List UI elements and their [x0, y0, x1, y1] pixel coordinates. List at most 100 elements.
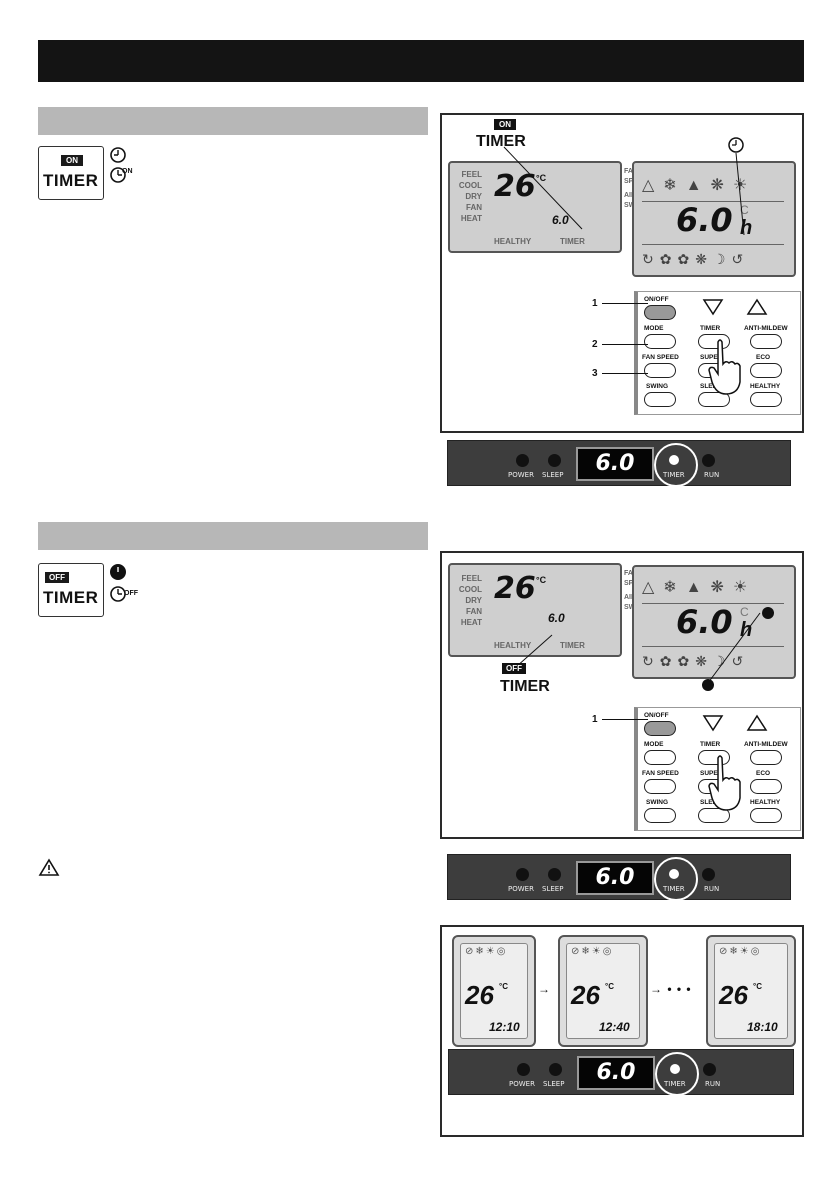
label-swing: SWING — [646, 383, 669, 390]
up-arrow-icon[interactable] — [746, 714, 768, 732]
callout-line-on — [503, 146, 583, 230]
warning-triangle-icon — [38, 858, 60, 876]
off-timer-badge: OFF TIMER — [38, 563, 104, 617]
healthy-button[interactable] — [750, 808, 782, 823]
clock-icons-off — [110, 564, 126, 602]
step-number-1: 1 — [592, 298, 598, 309]
mini-unit: °C — [605, 982, 614, 991]
mini-temp: 26 — [465, 980, 494, 1010]
sequence-arrow-icon: → — [538, 982, 550, 996]
eco-button[interactable] — [750, 363, 782, 378]
anti-mildew-button[interactable] — [750, 750, 782, 765]
mini-mode-icons: ⊘❄☀◎ — [571, 946, 614, 957]
lcd-unit-off: °C — [536, 575, 547, 585]
off-clock-icon — [762, 607, 774, 619]
mini-temp: 26 — [719, 980, 748, 1010]
big-lcd-screen — [642, 201, 784, 245]
callout-word-on: TIMER — [476, 133, 526, 150]
label-timer: TIMER — [700, 325, 721, 332]
power-label: POWER — [508, 885, 534, 893]
timer-led-label: TIMER — [664, 1080, 686, 1088]
sleep-label: SLEEP — [542, 471, 564, 479]
label-swing: SWING — [646, 799, 669, 806]
clock-label-on: ON — [122, 168, 133, 175]
mini-mode-icons: ⊘❄☀◎ — [719, 946, 762, 957]
fan-speed-button[interactable] — [644, 363, 676, 378]
timer-led-label: TIMER — [663, 471, 685, 479]
eco-button[interactable] — [750, 779, 782, 794]
on-off-button[interactable] — [644, 305, 676, 320]
timer-highlight-circle — [655, 1052, 699, 1096]
clock-callout-on — [728, 137, 745, 236]
run-label: RUN — [704, 885, 720, 893]
on-timer-badge: ON TIMER — [38, 146, 104, 200]
fan-speed-button[interactable] — [644, 779, 676, 794]
section-off-bar — [38, 522, 428, 550]
step-number-1: 1 — [592, 714, 598, 725]
power-led — [517, 1063, 530, 1076]
mini-time: 18:10 — [747, 1020, 778, 1034]
healthy-label: HEALTHY — [494, 237, 532, 246]
big-lcd-unit-c: C — [740, 605, 749, 619]
mode-icons-row: △❄▲❋☀ — [642, 579, 757, 596]
label-sleep: SLEEP — [700, 383, 722, 390]
lcd-timer-value-on: 6.0 — [552, 213, 569, 227]
healthy-label: HEALTHY — [494, 641, 532, 650]
mini-time: 12:40 — [599, 1020, 630, 1034]
section-on-bar — [38, 107, 428, 135]
healthy-button[interactable] — [750, 392, 782, 407]
fan-icons-row: ↻✿✿❋☽↺ — [642, 653, 750, 669]
lcd-unit-on: °C — [536, 173, 547, 183]
hand-pointer-icon — [708, 339, 741, 395]
sleep-button[interactable] — [698, 808, 730, 823]
sequence-arrow-dots: → • • • — [650, 982, 692, 996]
mini-mode-icons: ⊘❄☀◎ — [465, 946, 508, 957]
pointer-line-2 — [602, 344, 648, 345]
up-arrow-icon[interactable] — [746, 298, 768, 316]
sleep-led — [548, 868, 561, 881]
pointer-line-1 — [602, 719, 648, 720]
label-sleep: SLEEP — [700, 799, 722, 806]
label-eco: ECO — [756, 770, 771, 777]
mode-button[interactable] — [644, 334, 676, 349]
big-lcd-screen — [642, 603, 784, 647]
big-lcd-on: △❄▲❋☀ 6.0 C h ↻✿✿❋☽↺ — [632, 161, 796, 277]
mini-unit: °C — [499, 982, 508, 991]
sleep-button[interactable] — [698, 392, 730, 407]
clock-label-off: OFF — [124, 590, 138, 597]
lcd-temp-off: 26 — [494, 571, 536, 606]
callout-word-off: TIMER — [500, 678, 550, 695]
badge-tag: ON — [61, 155, 83, 166]
swing-button[interactable] — [644, 392, 676, 407]
run-label: RUN — [705, 1080, 721, 1088]
mini-unit: °C — [753, 982, 762, 991]
badge-tag: OFF — [45, 572, 69, 583]
indoor-display-value-off: 6.0 — [576, 861, 654, 895]
label-fan-speed: FAN SPEED — [642, 354, 679, 361]
label-eco: ECO — [756, 354, 771, 361]
label-super: SUPER — [700, 354, 723, 361]
on-off-button[interactable] — [644, 721, 676, 736]
run-led — [702, 454, 715, 467]
sequence-screen-3: ⊘❄☀◎ 26 °C 18:10 — [706, 935, 796, 1047]
anti-mildew-button[interactable] — [750, 334, 782, 349]
down-arrow-icon[interactable] — [702, 714, 724, 732]
down-arrow-icon[interactable] — [702, 298, 724, 316]
run-led — [703, 1063, 716, 1076]
callout-line-off — [515, 634, 553, 668]
timer-highlight-circle — [654, 857, 698, 901]
fan-icons-row: ↻✿✿❋☽↺ — [642, 251, 750, 267]
swing-button[interactable] — [644, 808, 676, 823]
button-pad-off: ON/OFF MODE TIMER ANTI-MILDEW FAN SPEED … — [634, 707, 801, 831]
timer-led — [670, 1064, 680, 1074]
callout-tag-off: OFF — [502, 663, 526, 674]
mode-button[interactable] — [644, 750, 676, 765]
label-mode: MODE — [644, 325, 664, 332]
timer-led — [669, 869, 679, 879]
timer-highlight-circle — [654, 443, 698, 487]
